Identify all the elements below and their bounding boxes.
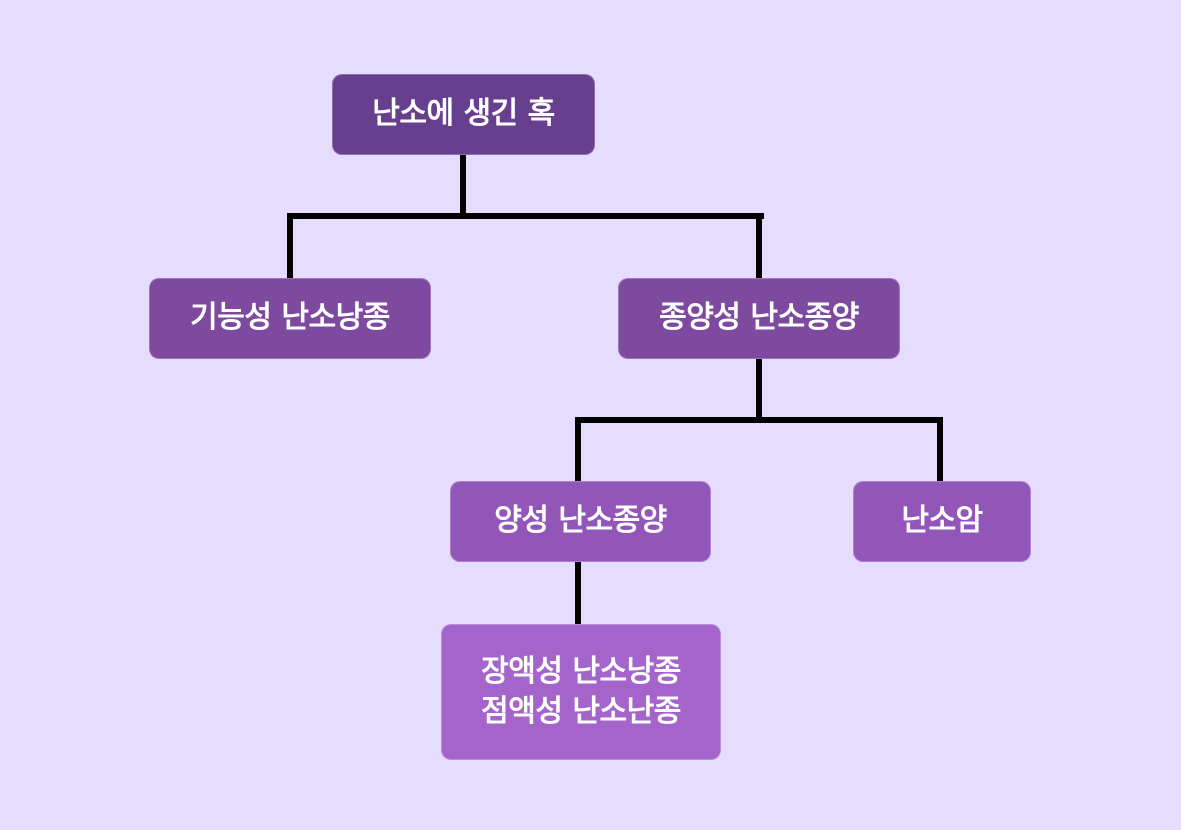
connector-benign-down (575, 560, 581, 626)
node-serous-mucinous: 장액성 난소낭종 점액성 난소난종 (441, 624, 721, 760)
connector-neoplastic-horizontal (575, 417, 943, 423)
node-neoplastic-tumor-label: 종양성 난소종양 (659, 300, 859, 336)
node-root-label: 난소에 생긴 혹 (372, 96, 555, 132)
node-ovarian-cancer-label: 난소암 (901, 503, 983, 539)
connector-neoplastic-down (756, 357, 762, 420)
connector-to-functional (287, 213, 293, 280)
connector-to-cancer (937, 417, 943, 483)
connector-to-benign (575, 417, 581, 483)
node-benign-tumor: 양성 난소종양 (450, 481, 711, 562)
connector-root-horizontal (287, 213, 764, 219)
connector-root-down (460, 153, 466, 216)
connector-to-neoplastic (756, 213, 762, 280)
node-root: 난소에 생긴 혹 (332, 74, 595, 155)
node-functional-cyst: 기능성 난소낭종 (149, 278, 431, 359)
node-benign-tumor-label: 양성 난소종양 (494, 503, 667, 539)
node-functional-cyst-label: 기능성 난소낭종 (190, 300, 390, 336)
node-ovarian-cancer: 난소암 (853, 481, 1031, 562)
node-serous-mucinous-label: 장액성 난소낭종 점액성 난소난종 (481, 653, 681, 730)
node-neoplastic-tumor: 종양성 난소종양 (618, 278, 900, 359)
